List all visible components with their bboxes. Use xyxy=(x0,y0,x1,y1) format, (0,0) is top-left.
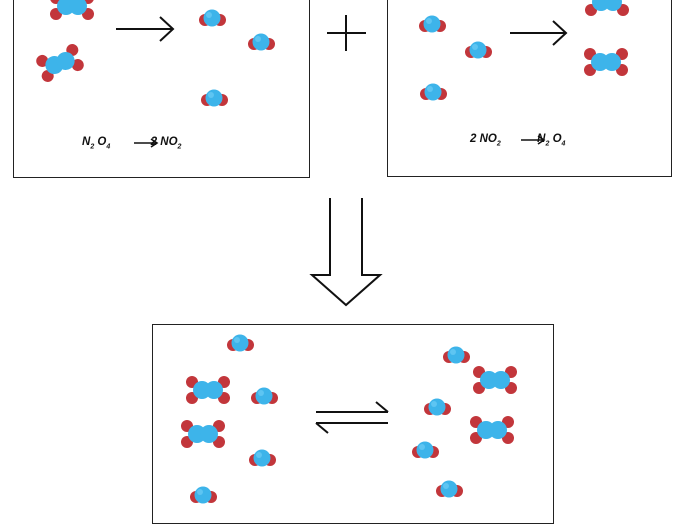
no2-molecule xyxy=(420,83,447,101)
no2-molecule xyxy=(251,387,278,405)
n2o4-molecule xyxy=(473,366,517,394)
no2-molecule xyxy=(248,33,275,51)
no2-molecule xyxy=(465,41,492,59)
plus-sign xyxy=(327,15,366,51)
no2-molecule xyxy=(424,398,451,416)
equation-arrows xyxy=(134,135,546,148)
no2-molecule xyxy=(412,441,439,459)
n2o4-molecule xyxy=(585,0,629,16)
equilibrium-arrows-icon xyxy=(315,401,389,434)
no2-molecule xyxy=(201,89,228,107)
n2o4-molecule xyxy=(181,420,225,448)
reaction-arrow-left xyxy=(116,16,175,42)
n2o4-molecule xyxy=(470,416,514,444)
n2o4-molecule xyxy=(34,42,86,84)
no2-molecule xyxy=(419,15,446,33)
reaction-arrow-right xyxy=(510,20,568,46)
n2o4-molecule xyxy=(186,376,230,404)
decomposition-equation: N2 O4 2 NO2 xyxy=(82,136,182,151)
n2o4-molecule xyxy=(584,48,628,76)
no2-molecule xyxy=(190,486,217,504)
no2-molecule xyxy=(436,480,463,498)
no2-molecule xyxy=(199,9,226,27)
combine-arrow-icon xyxy=(309,198,383,307)
no2-molecule xyxy=(227,334,254,352)
n2o4-molecule xyxy=(50,0,94,20)
no2-molecule xyxy=(249,449,276,467)
no2-molecule xyxy=(443,346,470,364)
